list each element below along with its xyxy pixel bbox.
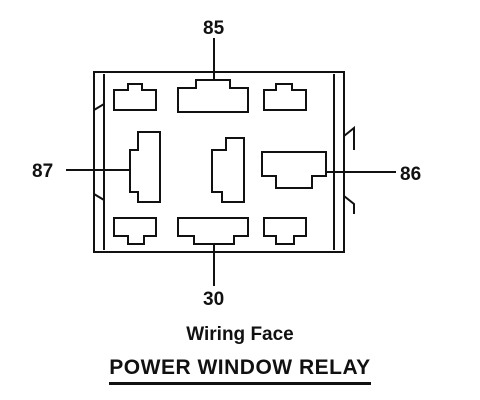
terminal-bottom-right (263, 217, 307, 245)
terminal-top-left (113, 83, 157, 111)
diagram-title: POWER WINDOW RELAY (0, 356, 480, 385)
terminal-30 (177, 217, 249, 245)
terminal-top-right (263, 83, 307, 111)
terminal-86 (261, 151, 327, 189)
relay-housing-outer (93, 71, 345, 253)
housing-tab-right-top (343, 125, 355, 150)
housing-tab-left-bottom (93, 193, 105, 216)
pin-label-87: 87 (32, 161, 53, 182)
terminal-bottom-left (113, 217, 157, 245)
subtitle-text: Wiring Face (186, 324, 294, 345)
housing-tab-right-bottom (343, 195, 355, 214)
title-text: POWER WINDOW RELAY (109, 356, 371, 385)
terminal-87 (129, 131, 161, 203)
diagram-subtitle: Wiring Face (0, 324, 480, 346)
pin-label-86: 86 (400, 164, 421, 185)
terminal-center (211, 137, 245, 203)
terminal-85 (177, 79, 249, 113)
pin-label-30: 30 (203, 289, 224, 310)
housing-tab-left-top (93, 102, 105, 124)
relay-housing (93, 71, 355, 253)
pin-label-85: 85 (203, 18, 225, 39)
